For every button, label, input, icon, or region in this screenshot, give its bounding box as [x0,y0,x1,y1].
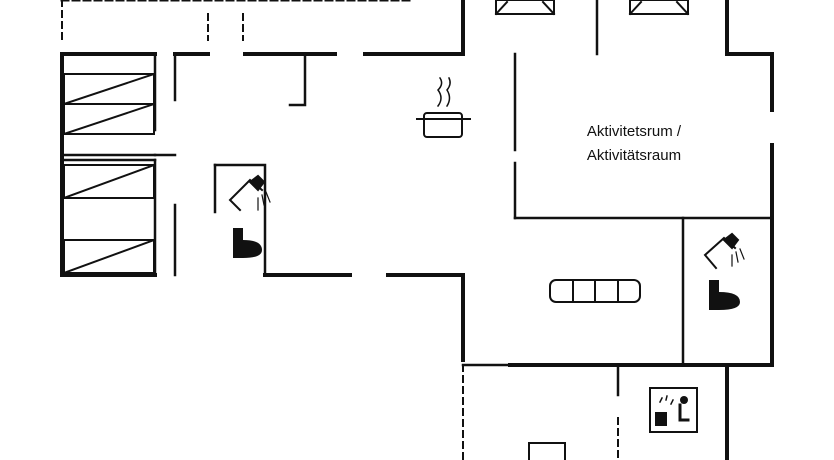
table-icon [528,442,566,460]
sofa-icon [549,279,641,303]
shower-icon [703,232,745,270]
interior-wall [288,52,307,107]
bed-icon [628,0,690,16]
bunk-bed-icon [62,238,156,275]
exterior-wall [725,0,774,112]
activity-room-label: Aktivitetsrum / Aktivitätsraum [540,120,728,168]
bunk-bed-icon [62,163,156,200]
bed-icon [494,0,556,16]
activity-room-label-line1: Aktivitetsrum / [586,123,682,140]
cooking-pot-icon [416,76,471,138]
activity-room-label-line2: Aktivitätsraum [586,147,682,164]
interior-wall [213,163,267,277]
toilet-icon [709,280,740,310]
shower-icon [228,174,271,212]
exterior-wall [725,143,774,367]
exterior-wall [386,273,465,362]
toilet-icon [233,228,262,258]
sauna-icon [649,387,698,433]
exterior-wall [363,0,465,56]
exterior-wall [508,363,729,460]
bunk-bed-icon [62,72,156,136]
